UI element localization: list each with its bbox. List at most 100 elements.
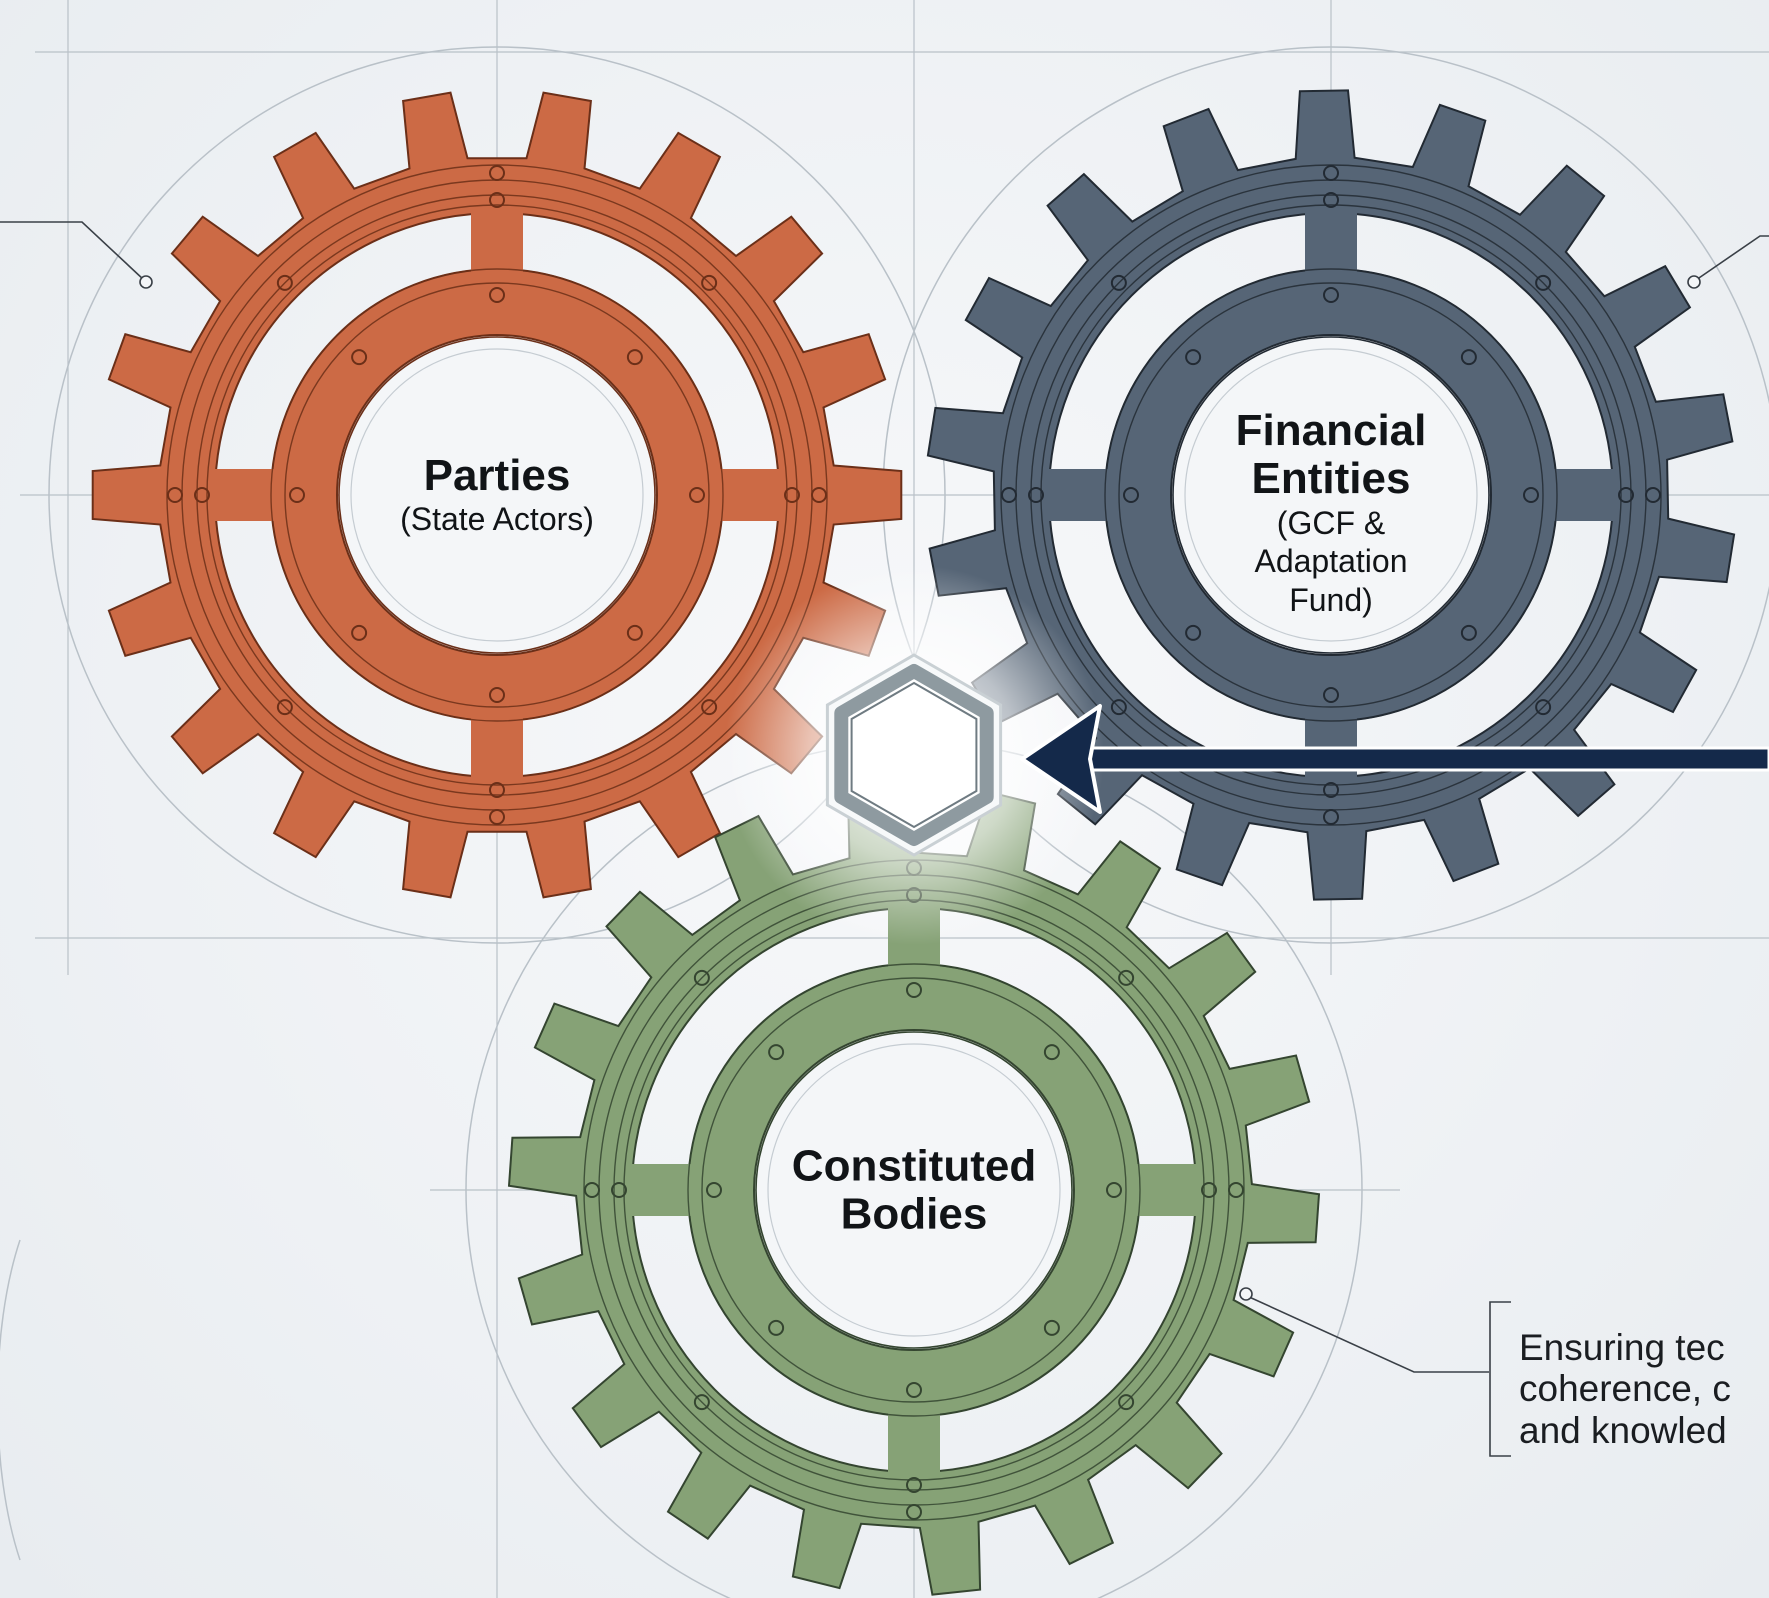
gear-spoke — [1553, 469, 1619, 521]
gear-bolt — [1618, 487, 1634, 503]
gear-bolt — [906, 1477, 922, 1493]
financial-entities-title: Financial Entities — [1235, 405, 1427, 503]
gear-center-ring — [350, 348, 644, 642]
gear-bolt — [489, 687, 505, 703]
callout-dot-bottom — [1239, 1287, 1253, 1301]
gear-bolt — [784, 487, 800, 503]
gear-bolt — [1535, 274, 1552, 291]
gear-bolt — [276, 699, 293, 716]
annotation-line-2: coherence, c — [1519, 1368, 1731, 1410]
gear-bolt — [1001, 487, 1017, 503]
gear-bolt — [1645, 487, 1661, 503]
gear-center-disc — [338, 336, 656, 654]
gear-spoke — [1043, 469, 1109, 521]
gear-bolt — [489, 287, 505, 303]
gear-bolt — [489, 809, 505, 825]
callout-line-left — [0, 221, 145, 281]
gear-bolt — [611, 1182, 627, 1198]
gear-detail-ring — [1118, 282, 1544, 708]
gear-parties — [91, 91, 903, 899]
gear-bolt — [906, 1382, 922, 1398]
guide-arc — [0, 1239, 21, 1561]
gear-detail-ring — [1040, 204, 1622, 786]
gear-bolt — [1323, 687, 1339, 703]
gear-bolt — [584, 1182, 600, 1198]
gear-bolt — [1043, 1319, 1060, 1336]
gear-center-ring — [767, 1043, 1061, 1337]
gear-bolt — [489, 165, 505, 181]
annotation-bracket — [1489, 1301, 1511, 1457]
parties-title: Parties — [423, 451, 571, 501]
financial-entities-subtitle-line-1: (GCF & — [1276, 504, 1386, 541]
gear-detail-ring — [1104, 268, 1558, 722]
financial-entities-subtitle-line-3: Fund) — [1289, 581, 1373, 618]
gear-bolt — [1535, 699, 1552, 716]
gear-detail-ring — [206, 204, 788, 786]
gear-bolt — [489, 782, 505, 798]
gear-center-disc — [755, 1031, 1073, 1349]
gear-bolt — [768, 1044, 785, 1061]
gear-bolt — [167, 487, 183, 503]
gear-bolt — [706, 1182, 722, 1198]
gear-bolt — [626, 349, 643, 366]
gear-bolt — [906, 1504, 922, 1520]
gear-spoke — [1136, 1164, 1202, 1216]
gear-bolt — [1106, 1182, 1122, 1198]
gear-spoke — [719, 469, 785, 521]
gear-bolt — [768, 1319, 785, 1336]
gear-bolt — [1323, 782, 1339, 798]
arrow-left-icon — [1020, 704, 1769, 814]
gear-bolt — [1118, 969, 1135, 986]
gear-bolt — [1043, 1044, 1060, 1061]
callout-line-bottom — [1246, 1295, 1489, 1373]
constituted-bodies-title: Constituted Bodies — [791, 1141, 1037, 1238]
parties-label: Parties (State Actors) — [400, 452, 594, 538]
gear-bolt — [701, 699, 718, 716]
financial-entities-subtitle-line-2: Adaptation — [1254, 543, 1408, 580]
gear-bolt — [701, 274, 718, 291]
gear-bolt — [693, 1394, 710, 1411]
gear-bolt — [811, 487, 827, 503]
gear-constituted — [507, 784, 1321, 1596]
gear-center-disc — [1172, 336, 1490, 654]
gear-bolt — [1323, 165, 1339, 181]
parties-subtitle: (State Actors) — [400, 500, 594, 537]
gear-bolt — [906, 982, 922, 998]
callout-lines — [0, 221, 1769, 1457]
callout-dot-left — [139, 275, 153, 289]
gear-bolt — [1110, 274, 1127, 291]
gear-center-ring — [1184, 348, 1478, 642]
gear-bolt — [1460, 349, 1477, 366]
gear-bolt — [1185, 349, 1202, 366]
gear-bolt — [1523, 487, 1539, 503]
gear-bolt — [1201, 1182, 1217, 1198]
gear-spoke — [471, 717, 523, 783]
gear-bolt — [351, 624, 368, 641]
gear-bolt — [351, 349, 368, 366]
gear-detail-ring — [270, 268, 724, 722]
gear-spoke — [471, 207, 523, 273]
gear-spoke — [888, 1412, 940, 1478]
gear-bolt — [626, 624, 643, 641]
gear-bolt — [689, 487, 705, 503]
gear-group — [91, 89, 1736, 1596]
callout-line-right — [1695, 235, 1769, 281]
gear-bolt — [1110, 699, 1127, 716]
gear-bolt — [1323, 192, 1339, 208]
gear-spoke — [1305, 207, 1357, 273]
arrow-head — [1020, 704, 1102, 814]
callout-dot-right — [1687, 275, 1701, 289]
gear-bolt — [1123, 487, 1139, 503]
gear-spoke — [209, 469, 275, 521]
hexagon-hub-icon — [724, 565, 1104, 945]
annotation-text: Ensuring tec coherence, c and knowled — [1519, 1327, 1731, 1451]
hub-inner-hex — [850, 681, 978, 829]
gear-detail-ring — [701, 977, 1127, 1403]
gear-bolt — [194, 487, 210, 503]
gear-spoke — [626, 1164, 692, 1216]
guide-circle — [48, 46, 946, 944]
gear-bolt — [1118, 1394, 1135, 1411]
gear-detail-ring — [1030, 194, 1632, 796]
